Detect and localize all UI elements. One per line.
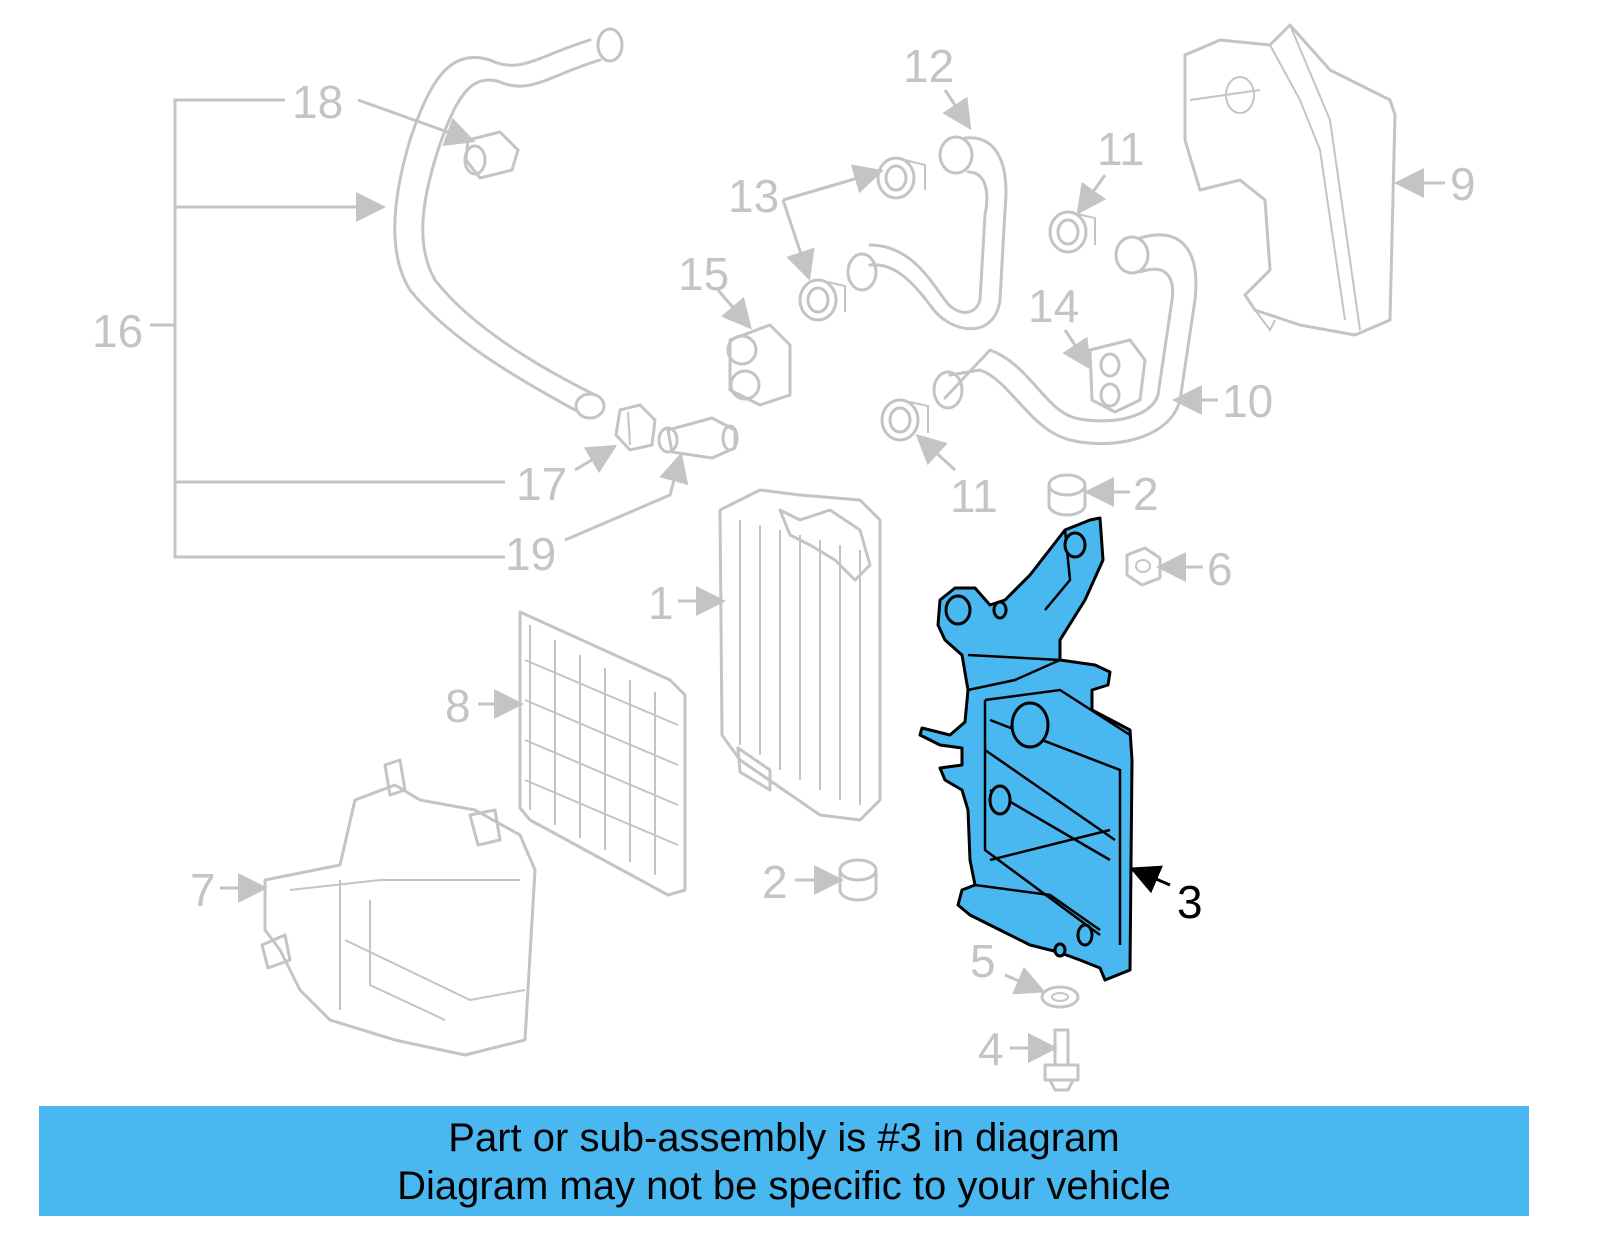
clamp-17	[614, 403, 657, 452]
clamp-11-upper	[1048, 210, 1096, 254]
hose-16	[393, 27, 624, 420]
callout-9: 9	[1450, 158, 1476, 210]
callout-8: 8	[445, 680, 471, 732]
info-banner: Part or sub-assembly is #3 in diagram Di…	[39, 1106, 1529, 1216]
callout-3: 3	[1177, 876, 1203, 928]
washer-5	[1040, 985, 1080, 1009]
callout-5: 5	[970, 935, 996, 987]
callout-19: 19	[505, 528, 556, 580]
callout-14: 14	[1028, 280, 1079, 332]
callout-11-upper: 11	[1097, 123, 1145, 175]
shroud-7	[260, 758, 537, 1057]
callout-17: 17	[516, 458, 567, 510]
callout-13: 13	[728, 170, 779, 222]
duct-9	[1183, 23, 1397, 337]
bracket-16	[150, 98, 505, 559]
hose-12	[846, 135, 1008, 331]
spacer-2-lower	[838, 858, 878, 902]
callout-18: 18	[292, 76, 343, 128]
callout-16: 16	[92, 305, 143, 357]
callout-4: 4	[978, 1023, 1004, 1075]
fitting-19	[657, 416, 739, 460]
callout-6: 6	[1207, 543, 1233, 595]
bolt-4	[1043, 1028, 1080, 1092]
callout-labels: 18 12 13 11 9 15 16 14 10 11 17 19 2 6 1…	[92, 40, 1476, 1075]
clip-18	[463, 130, 520, 180]
bracket-14	[1088, 338, 1147, 414]
callout-11-lower: 11	[950, 470, 998, 522]
spacer-2-upper	[1047, 473, 1087, 517]
callout-12: 12	[903, 40, 954, 92]
callout-1: 1	[648, 577, 674, 629]
clamp-11-lower	[880, 398, 929, 442]
connector-15	[726, 323, 792, 407]
clamp-13-upper	[876, 156, 926, 200]
hose-10	[932, 233, 1198, 446]
callout-7: 7	[190, 864, 216, 916]
bracket-3-highlighted	[918, 516, 1134, 982]
banner-line-1: Part or sub-assembly is #3 in diagram	[448, 1116, 1120, 1160]
callout-2-upper: 2	[1133, 468, 1159, 520]
grille-8	[518, 610, 687, 897]
clamp-13-lower	[798, 278, 846, 322]
callout-10: 10	[1222, 375, 1273, 427]
nut-6	[1125, 546, 1162, 587]
banner-line-2: Diagram may not be specific to your vehi…	[397, 1164, 1171, 1208]
callout-2-lower: 2	[762, 856, 788, 908]
callout-15: 15	[678, 248, 729, 300]
cooler-1	[718, 488, 882, 822]
leader-lines	[220, 89, 1445, 1063]
